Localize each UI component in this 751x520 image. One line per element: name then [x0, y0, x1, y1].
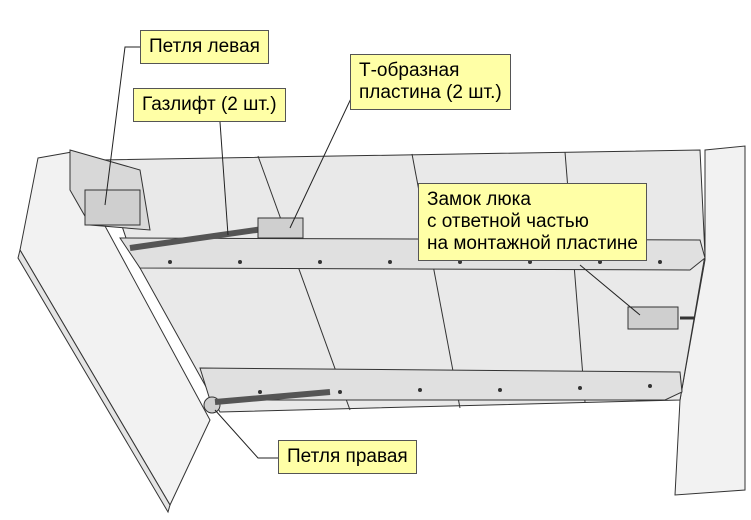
gas-lift-top [129, 225, 271, 251]
label-t-plate: Т-образная пластина (2 шт.) [350, 54, 511, 110]
label-text: Петля левая [149, 36, 260, 57]
label-text: пластина (2 шт.) [359, 82, 502, 103]
label-gas-lift: Газлифт (2 шт.) [133, 88, 286, 122]
leader-lines [104, 46, 641, 459]
gas-lift-bottom [214, 389, 331, 405]
label-hinge-left: Петля левая [140, 30, 269, 64]
label-text: Замок люка [427, 189, 531, 210]
label-text: Т-образная [359, 60, 460, 81]
label-text: с ответной частью [427, 211, 589, 232]
label-text: Петля правая [287, 446, 408, 467]
label-hinge-right: Петля правая [278, 440, 417, 474]
label-hatch-lock: Замок люка с ответной частью на монтажно… [418, 183, 647, 261]
label-text: на монтажной пластине [427, 233, 638, 254]
label-text: Газлифт (2 шт.) [142, 94, 277, 115]
t-plate [257, 217, 304, 239]
lock-plate [627, 306, 679, 330]
